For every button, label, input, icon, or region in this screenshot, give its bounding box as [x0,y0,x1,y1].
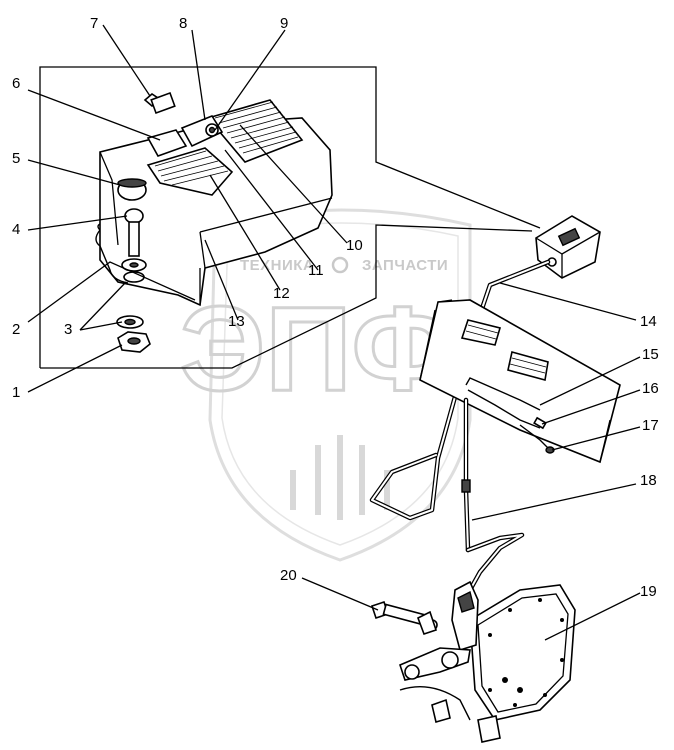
watermark-gear-icon [331,256,349,274]
callout-5: 5 [12,150,20,167]
callout-numbers: 1 2 3 4 5 6 7 8 9 10 11 12 13 14 15 16 1… [12,15,659,600]
callout-9: 9 [280,15,288,32]
watermark-shield [208,208,472,562]
watermark-brand-text: ТЕХНИКА [240,257,314,274]
cap-5 [117,178,147,201]
callout-3: 3 [64,321,72,338]
shaft-20 [370,600,438,636]
leader-lines [27,24,641,641]
watermark-brand-text-2: ЗАПЧАСТИ [362,257,448,274]
callout-11: 11 [308,262,324,279]
callout-8: 8 [179,15,187,32]
callout-1: 1 [12,384,20,401]
callout-18: 18 [640,472,657,489]
switch-box [535,215,601,279]
nut-1 [117,331,151,353]
callout-17: 17 [642,417,659,434]
gearbox-housing-19 [399,580,576,743]
callout-6: 6 [12,75,20,92]
callout-15: 15 [642,346,659,363]
callout-14: 14 [640,313,657,330]
wire-17 [519,424,555,454]
callout-10: 10 [346,237,363,254]
pedal-pad-left [146,147,234,196]
cable-18 [461,397,525,593]
instrument-panel [419,299,621,464]
callout-4: 4 [12,221,20,238]
watermark-shield-inner [221,222,459,546]
callout-12: 12 [273,285,290,302]
callout-19: 19 [640,583,657,600]
wire-16 [467,389,547,430]
spring-2 [95,223,129,284]
wire-15 [465,377,541,411]
callout-13: 13 [228,313,245,330]
pedal-housing [99,99,333,307]
detail-frame [39,66,541,369]
callout-7: 7 [90,15,98,32]
watermark-wheat-icon [290,435,390,520]
callout-16: 16 [642,380,659,397]
callout-2: 2 [12,321,20,338]
pin-4 [124,208,144,257]
watermark-logo-letters: ЭПФ [180,282,454,416]
callout-20: 20 [280,567,297,584]
